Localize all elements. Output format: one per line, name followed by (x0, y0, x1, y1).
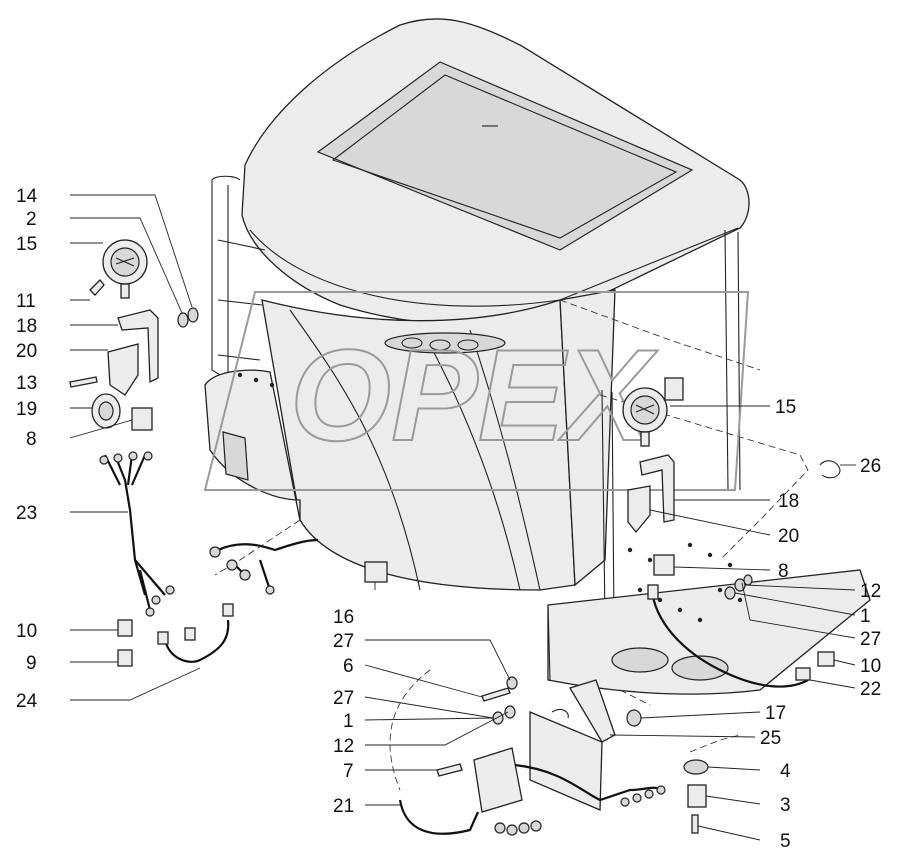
callout-center-1: 16 (333, 607, 354, 628)
callout-left-9: 8 (26, 429, 37, 450)
callout-center-7: 7 (343, 761, 354, 782)
callout-center-6: 12 (333, 736, 354, 757)
cab-body (204, 18, 871, 791)
callout-left-1: 14 (16, 186, 38, 207)
callout-bottom-4: 3 (780, 795, 791, 816)
callout-left-8: 19 (16, 399, 37, 420)
work-lamp-part (102, 239, 148, 299)
callouts: 14 2 15 11 18 20 13 19 8 23 10 9 24 15 2… (16, 186, 881, 852)
callout-left-2: 2 (26, 209, 37, 230)
callout-bottom-1: 17 (765, 703, 786, 724)
callout-left-3: 15 (16, 234, 37, 255)
callout-left-13: 24 (16, 691, 38, 712)
callout-right-4: 20 (778, 526, 799, 547)
callout-right-9: 10 (860, 656, 881, 677)
callout-left-7: 13 (16, 373, 37, 394)
callout-center-5: 1 (343, 711, 354, 732)
callout-bottom-5: 5 (780, 831, 791, 852)
callout-left-4: 11 (16, 291, 36, 312)
callout-right-8: 27 (860, 629, 881, 650)
callout-center-2: 27 (333, 631, 354, 652)
leader-lines (69, 194, 856, 841)
callout-right-5: 8 (778, 561, 789, 582)
callout-center-8: 21 (333, 796, 354, 817)
callout-center-3: 6 (343, 656, 354, 677)
callout-bottom-2: 25 (760, 728, 781, 749)
callout-bottom-3: 4 (780, 761, 791, 782)
callout-left-10: 23 (16, 503, 37, 524)
callout-center-4: 27 (333, 688, 354, 709)
right-parts (622, 377, 841, 688)
callout-right-10: 22 (860, 679, 881, 700)
left-parts (69, 239, 388, 667)
callout-right-6: 12 (860, 581, 881, 602)
callout-left-5: 18 (16, 316, 37, 337)
callout-right-3: 18 (778, 491, 799, 512)
bottom-parts (398, 676, 709, 836)
callout-right-1: 15 (775, 397, 796, 418)
callout-right-2: 26 (860, 456, 881, 477)
callout-left-6: 20 (16, 341, 37, 362)
opex-watermark: OPEX (203, 291, 750, 491)
callout-right-7: 1 (860, 606, 871, 627)
watermark-text: OPEX (290, 322, 659, 468)
callout-left-11: 10 (16, 621, 37, 642)
callout-left-12: 9 (26, 653, 37, 674)
